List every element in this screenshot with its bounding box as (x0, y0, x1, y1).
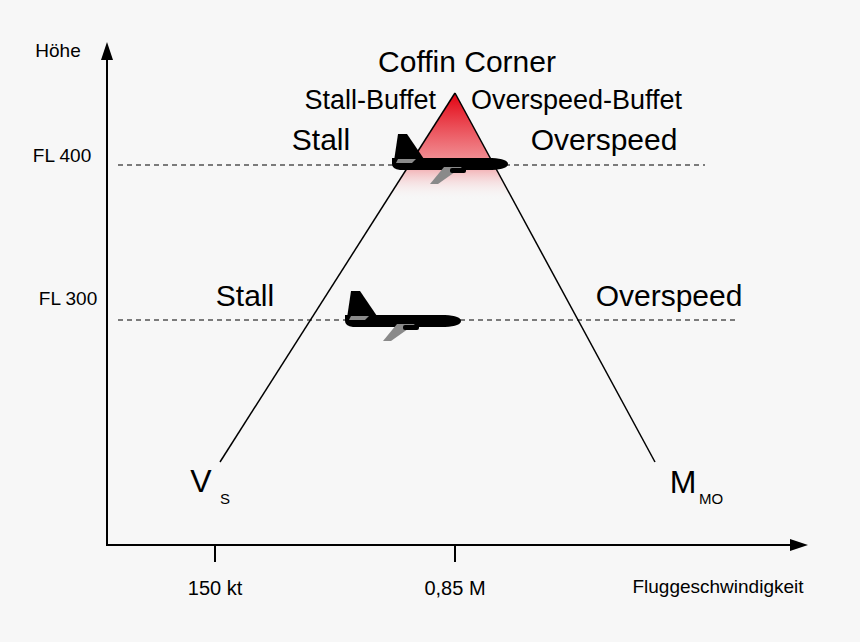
tick-label: 0,85 M (424, 578, 485, 598)
axis-title: Fluggeschwindigkeit (632, 577, 803, 596)
limit-label: Stall (292, 125, 350, 155)
tick-label: 150 kt (188, 578, 242, 598)
axis-arrowhead (101, 42, 113, 60)
region-label: Coffin Corner (378, 47, 556, 77)
stall-limit-line (220, 93, 455, 462)
flight-level-label: FL 300 (39, 289, 97, 308)
limit-label: Overspeed (596, 281, 743, 311)
x-axis (106, 544, 792, 546)
symbol-label: V (190, 465, 211, 497)
limit-label: Overspeed (531, 125, 678, 155)
y-axis (106, 58, 108, 545)
axis-arrowhead (790, 539, 808, 551)
symbol-subscript: S (220, 491, 230, 506)
axis-title: Höhe (35, 41, 80, 60)
region-label: Stall-Buffet (304, 87, 436, 114)
airplane-icon (345, 291, 461, 341)
limit-label: Stall (216, 281, 274, 311)
axis-tick (454, 545, 456, 562)
symbol-label: M (670, 466, 697, 498)
region-label: Overspeed-Buffet (471, 87, 682, 114)
symbol-subscript: MO (699, 491, 723, 506)
flight-level-label: FL 400 (33, 146, 91, 165)
axis-tick (214, 545, 216, 562)
airplane-icon (392, 134, 508, 184)
